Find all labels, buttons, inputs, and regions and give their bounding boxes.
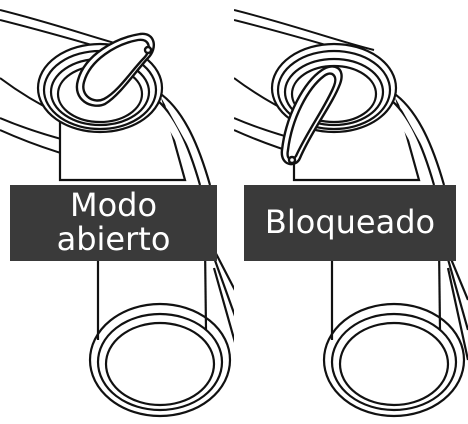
device-base [322,241,468,418]
lever-open [75,32,156,107]
locked-mode-illustration [234,9,468,418]
open-mode-illustration [0,9,234,418]
open-mode-label: Modo abierto [10,185,217,261]
panel-open-mode: Modo abierto [0,9,234,418]
lever-locked [280,65,343,166]
locked-mode-label: Bloqueado [244,185,456,261]
device-base [88,241,234,418]
panel-locked: Bloqueado [234,0,468,424]
